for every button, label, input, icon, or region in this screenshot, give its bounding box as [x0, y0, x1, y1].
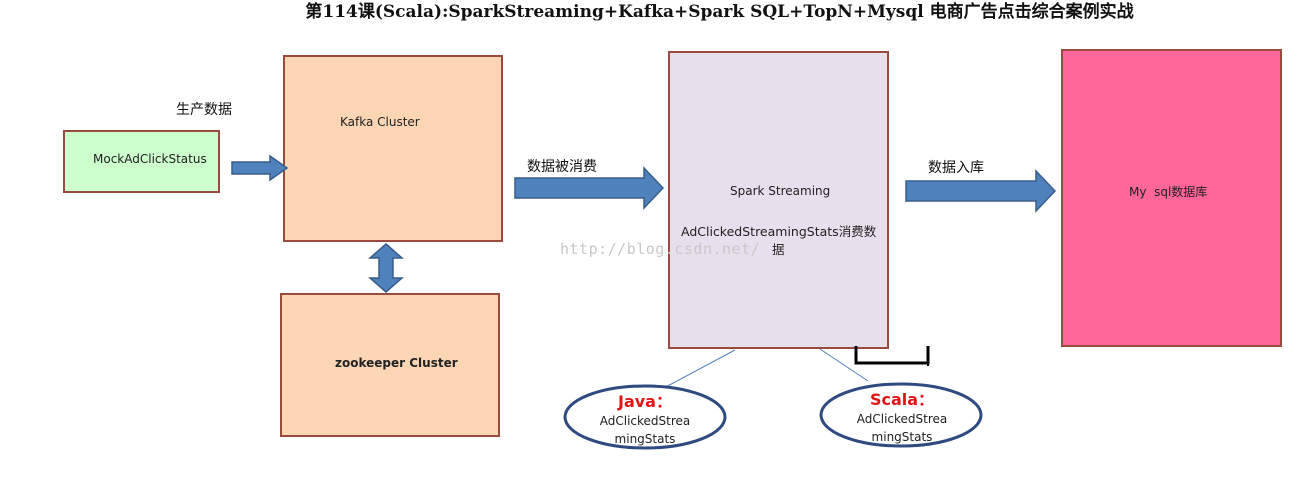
- kafka-cluster-box: Kafka Cluster: [283, 55, 503, 242]
- connector-spark-scala: [819, 348, 869, 382]
- spark-streaming-label: Spark Streaming: [730, 184, 831, 198]
- zookeeper-cluster-box: zookeeper Cluster: [280, 293, 500, 437]
- spark-streaming-box: Spark Streaming AdClickedStreamingStats消…: [668, 51, 889, 349]
- connector-spark-java: [661, 349, 736, 390]
- java-ellipse: [563, 384, 727, 450]
- arrow-mock-to-kafka: [231, 154, 289, 182]
- java-class-line1: AdClickedStrea: [599, 414, 691, 428]
- mysql-database-label: My sql数据库: [1129, 185, 1208, 199]
- arrow-kafka-to-spark: [514, 166, 665, 210]
- zookeeper-cluster-label: zookeeper Cluster: [335, 356, 458, 370]
- scala-class-line1: AdClickedStrea: [856, 412, 948, 426]
- arrow-spark-to-mysql: [905, 169, 1057, 213]
- java-language-label: Java：: [618, 392, 672, 411]
- edge-label-consume: 数据被消费: [527, 159, 597, 175]
- spark-consumer-label-line2: 据: [772, 242, 785, 257]
- scala-ellipse-text: Scala： AdClickedStrea mingStats: [832, 390, 972, 446]
- scala-class-line2: mingStats: [871, 430, 933, 444]
- diagram-title: 第114课(Scala):SparkStreaming+Kafka+Spark …: [305, 2, 1134, 22]
- spark-consumer-label-line1: AdClickedStreamingStats消费数: [681, 224, 877, 239]
- scala-language-label: Scala：: [869, 390, 935, 409]
- edge-label-produce: 生产数据: [176, 102, 232, 118]
- mock-ad-click-status-box: MockAdClickStatus: [63, 130, 220, 193]
- java-ellipse-text: Java： AdClickedStrea mingStats: [575, 392, 715, 448]
- java-class-line2: mingStats: [614, 432, 676, 446]
- arrow-kafka-zookeeper: [368, 243, 404, 293]
- small-bracket-shape: [854, 346, 930, 365]
- watermark-text: http://blog.csdn.net/: [560, 240, 761, 258]
- scala-ellipse: [819, 382, 983, 448]
- mock-ad-click-status-label: MockAdClickStatus: [93, 152, 207, 166]
- kafka-cluster-label: Kafka Cluster: [340, 115, 420, 129]
- mysql-database-box: My sql数据库: [1061, 49, 1282, 347]
- edge-label-store: 数据入库: [928, 160, 984, 176]
